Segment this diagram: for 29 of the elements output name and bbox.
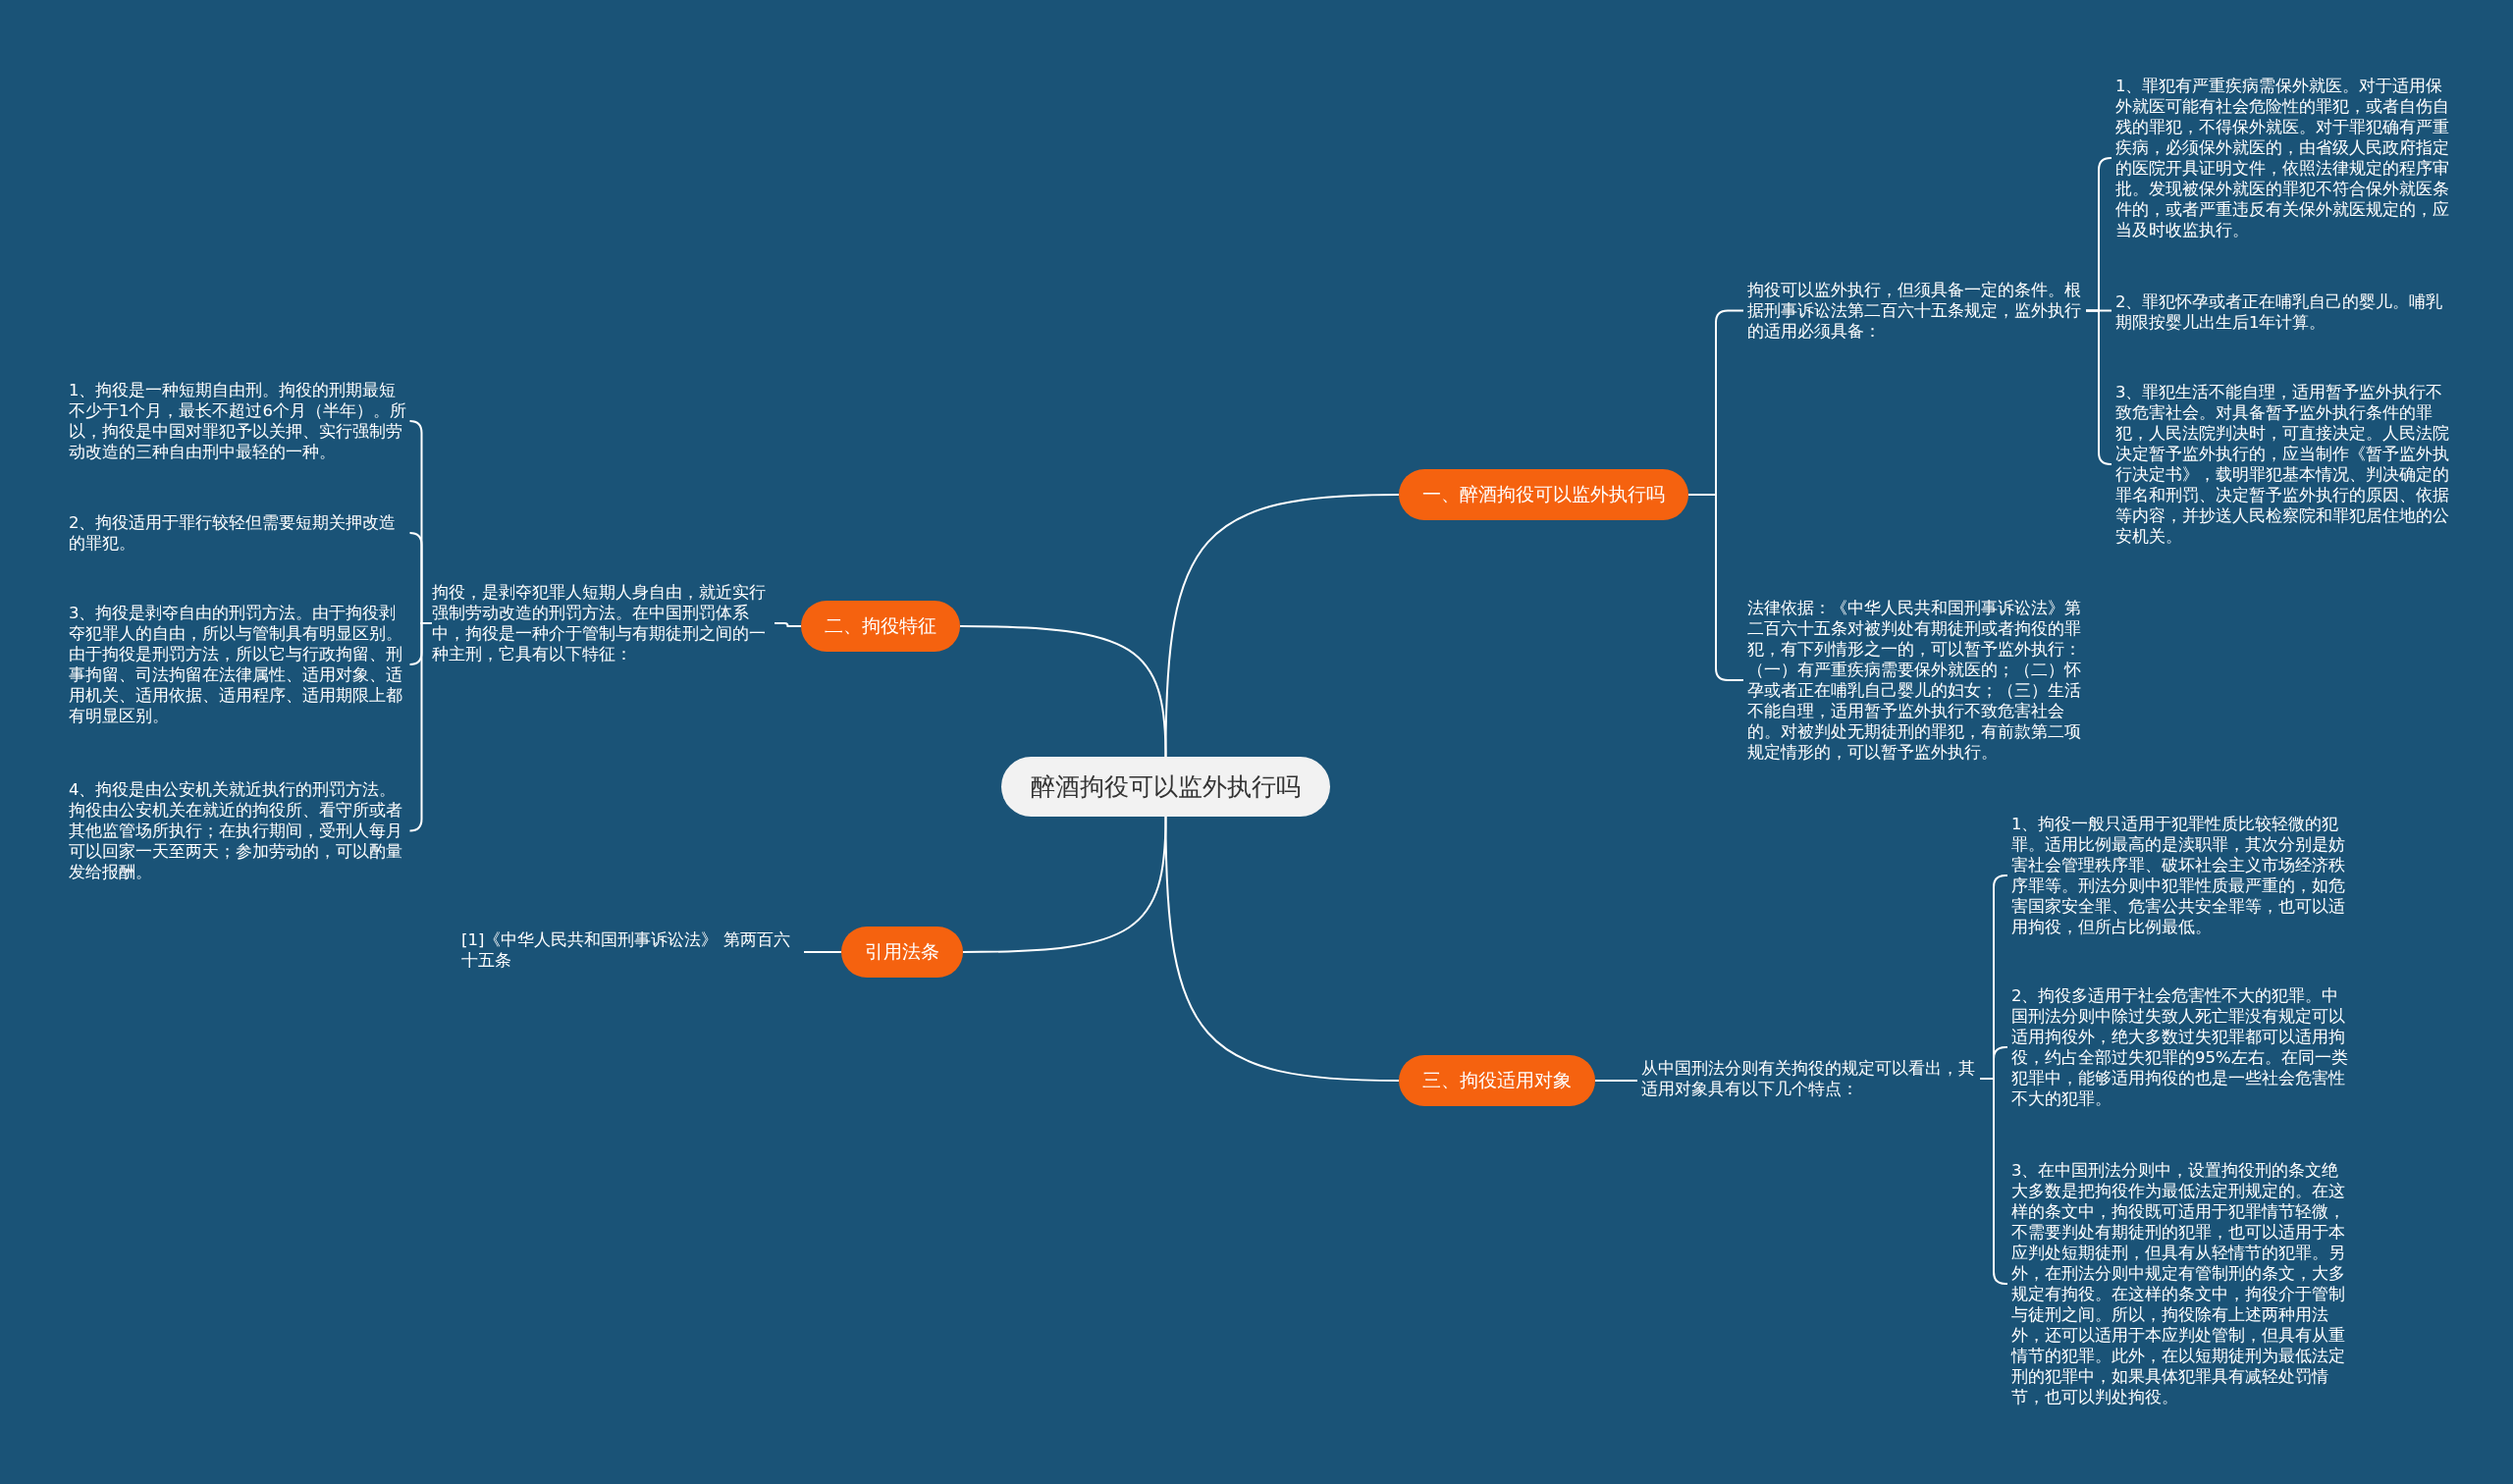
branch-topic: 三、拘役适用对象 bbox=[1399, 1055, 1595, 1106]
topic-text: 从中国刑法分则有关拘役的规定可以看出，其适用对象具有以下几个特点： bbox=[1641, 1058, 1980, 1099]
topic-text: 法律依据：《中华人民共和国刑事诉讼法》第二百六十五条对被判处有期徒刑或者拘役的罪犯，有下列情形之一的，可以暂予监外执行：（一）有严重疾病需要保外就医的；（二）怀孕或者正在哺乳自己婴儿的妇女；（三）生活不能自理，适用暂予监外执行不致危害社会的。对被判处无期徒刑的罪犯，有前款第二项规定情形的，可以暂予监外执行。 bbox=[1747, 598, 2086, 763]
topic-text: 2、拘役多适用于社会危害性不大的犯罪。中国刑法分则中除过失致人死亡罪没有规定可以适用拘役外，绝大多数过失犯罪都可以适用拘役，约占全部过失犯罪的95%左右。在同一类犯罪中，能够适用拘役的也是一些社会危害性不大的犯罪。 bbox=[2011, 985, 2350, 1109]
branch-topic: 引用法条 bbox=[841, 927, 963, 978]
central-topic: 醉酒拘役可以监外执行吗 bbox=[1001, 757, 1330, 817]
branch-topic: 一、醉酒拘役可以监外执行吗 bbox=[1399, 469, 1688, 520]
topic-text: 3、在中国刑法分则中，设置拘役刑的条文绝大多数是把拘役作为最低法定刑规定的。在这样的条文中，拘役既可适用于犯罪情节轻微，不需要判处有期徒刑的犯罪，也可以适用于本应判处短期徒刑，但具有从轻情节的犯罪。另外，在刑法分则中规定有管制刑的条文，大多规定有拘役。在这样的条文中，拘役介于管制与徒刑之间。所以，拘役除有上述两种用法外，还可以适用于本应判处管制，但具有从重情节的犯罪。此外，在以短期徒刑为最低法定刑的犯罪中，如果具体犯罪具有减轻处罚情节，也可以判处拘役。 bbox=[2011, 1160, 2350, 1407]
topic-text: 1、拘役是一种短期自由刑。拘役的刑期最短不少于1个月，最长不超过6个月（半年）。所以，拘役是中国对罪犯予以关押、实行强制劳动改造的三种自由刑中最轻的一种。 bbox=[69, 380, 407, 462]
connector-line bbox=[408, 622, 433, 832]
connector-line bbox=[1164, 816, 1400, 1082]
topic-text: 2、拘役适用于罪行较轻但需要短期关押改造的罪犯。 bbox=[69, 512, 407, 554]
topic-text: [1]《中华人民共和国刑事诉讼法》 第两百六十五条 bbox=[461, 929, 800, 971]
topic-text: 3、拘役是剥夺自由的刑罚方法。由于拘役剥夺犯罪人的自由，所以与管制具有明显区别。由于拘役是刑罚方法，所以它与行政拘留、刑事拘留、司法拘留在法律属性、适用对象、适用机关、适用依据、适用程序、适用期限上都有明显区别。 bbox=[69, 603, 407, 726]
branch-topic: 二、拘役特征 bbox=[801, 601, 960, 652]
connector-line bbox=[1594, 1080, 1638, 1082]
connector-line bbox=[803, 951, 842, 953]
connector-line bbox=[962, 816, 1167, 953]
connector-line bbox=[959, 625, 1167, 758]
topic-text: 拘役，是剥夺犯罪人短期人身自由，就近实行强制劳动改造的刑罚方法。在中国刑罚体系中，拘役是一种介于管制与有期徒刑之间的一种主刑，它具有以下特征： bbox=[432, 582, 771, 664]
topic-text: 1、拘役一般只适用于犯罪性质比较轻微的犯罪。适用比例最高的是渎职罪，其次分别是妨害社会管理秩序罪、破坏社会主义市场经济秩序罪等。刑法分则中犯罪性质最严重的，如危害国家安全罪、危害公共安全罪等，也可以适用拘役，但所占比例最低。 bbox=[2011, 814, 2350, 937]
connector-line bbox=[2085, 309, 2112, 465]
topic-text: 4、拘役是由公安机关就近执行的刑罚方法。拘役由公安机关在就近的拘役所、看守所或者其他监管场所执行；在执行期间，受刑人每月可以回家一天至两天；参加劳动的，可以酌量发给报酬。 bbox=[69, 779, 407, 882]
connector-line bbox=[774, 622, 802, 627]
topic-text: 2、罪犯怀孕或者正在哺乳自己的婴儿。哺乳期限按婴儿出生后1年计算。 bbox=[2115, 292, 2454, 333]
connector-line bbox=[1164, 494, 1400, 758]
topic-text: 1、罪犯有严重疾病需保外就医。对于适用保外就医可能有社会危险性的罪犯，或者自伤自残的罪犯，不得保外就医。对于罪犯确有严重疾病，必须保外就医的，由省级人民政府指定的医院开具证明文件，依照法律规定的程序审批。发现被保外就医的罪犯不符合保外就医条件的，或者严重违反有关保外就医规定的，应当及时收监执行。 bbox=[2115, 76, 2454, 240]
topic-text: 拘役可以监外执行，但须具备一定的条件。根据刑事诉讼法第二百六十五条规定，监外执行的适用必须具备： bbox=[1747, 280, 2086, 342]
topic-text: 3、罪犯生活不能自理，适用暂予监外执行不致危害社会。对具备暂予监外执行条件的罪犯，人民法院判决时，可直接决定。人民法院决定暂予监外执行的，应当制作《暂予监外执行决定书》，载明罪犯基本情况、判决确定的罪名和刑罚、决定暂予监外执行的原因、依据等内容，并抄送人民检察院和罪犯居住地的公安机关。 bbox=[2115, 382, 2454, 547]
